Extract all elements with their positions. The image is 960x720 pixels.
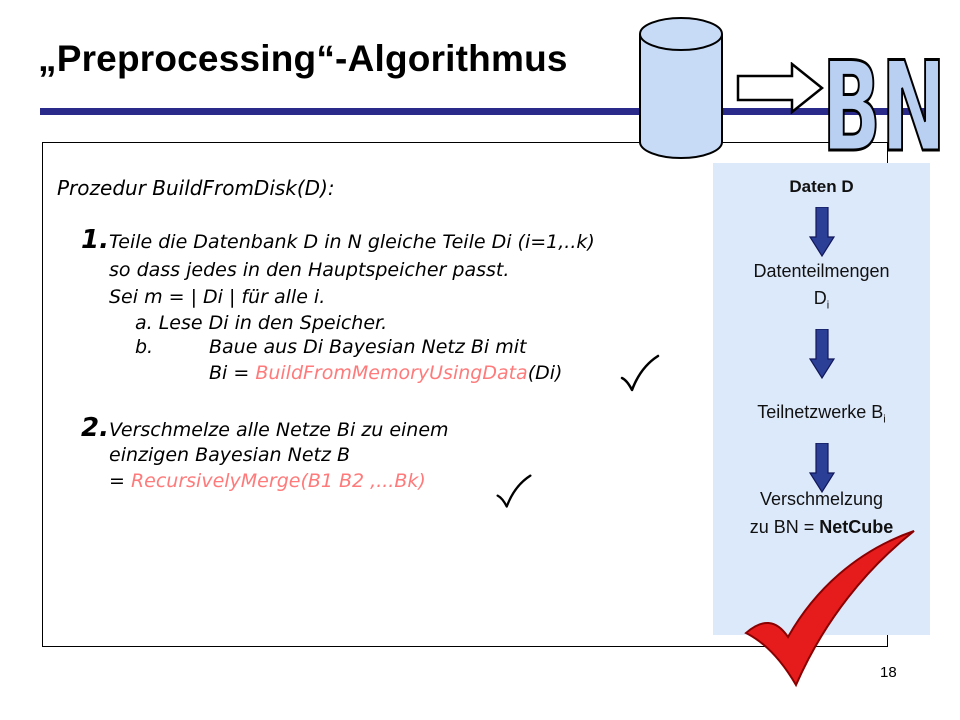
page-title: „Preprocessing“-Algorithmus [38,38,568,79]
step2-line1: Verschmelze alle Netze Bi zu einem [109,419,449,441]
build-from-memory-function: BuildFromMemoryUsingData [255,362,528,384]
right-arrow-icon [736,62,825,114]
checkmark-icon [620,354,660,392]
checkmark-icon [496,474,532,508]
step1-line3: Sei m = | Di | für alle i. [109,286,326,308]
step1-sub-a: a. Lese Di in den Speicher. [135,312,388,334]
step1-line1: Teile die Datenbank D in N gleiche Teile… [109,231,595,253]
checkmark-icon [744,530,915,688]
merge-line2: zu BN = NetCube [713,517,930,538]
subnets-label-main: Teilnetzwerke B [757,402,884,422]
bn-logo: BN [821,35,948,157]
netcube-label: NetCube [819,517,894,537]
down-arrow-icon [809,207,835,257]
data-label: Daten D [789,177,854,196]
merge-line2-prefix: zu BN = [749,517,820,537]
step1-equation-prefix: Bi = [209,362,256,384]
title-divider [40,108,926,115]
merge-line1: Verschmelzung [759,489,884,509]
step2-equation: = RecursivelyMerge(B1 B2 ,...Bk) [109,470,426,492]
step2-line2: einzigen Bayesian Netz B [109,444,351,466]
bn-logo-text: BN [822,36,946,156]
side-panel: Daten D Datenteilmengen Di Teilnetzwerke… [713,163,930,635]
partitions-symbol: Di [713,288,930,312]
database-cylinder-icon [639,17,723,159]
step1-number: 1. [81,225,109,255]
step1-line2: so dass jedes in den Hauptspeicher passt… [109,259,510,281]
procedure-heading: Prozedur BuildFromDisk(D): [57,176,335,200]
partitions-label: Datenteilmengen [753,261,890,281]
down-arrow-icon [809,329,835,379]
partitions-symbol-main: D [813,288,827,308]
step2-number: 2. [81,413,109,443]
step2-equation-prefix: = [109,470,131,492]
down-arrow-icon [809,443,835,493]
partitions-symbol-sub: i [826,299,830,312]
subnets-label-sub: i [883,413,886,426]
step1-equation-suffix: (Di) [527,362,563,384]
page-number: 18 [880,664,897,681]
recursively-merge-function: RecursivelyMerge(B1 B2 ,...Bk) [130,470,426,492]
step1-equation: Bi = BuildFromMemoryUsingData(Di) [209,362,562,384]
step1-sub-b-label: b. [135,336,154,358]
step1-sub-b-text: Baue aus Di Bayesian Netz Bi mit [209,336,527,358]
subnets-label: Teilnetzwerke Bi [713,402,930,426]
